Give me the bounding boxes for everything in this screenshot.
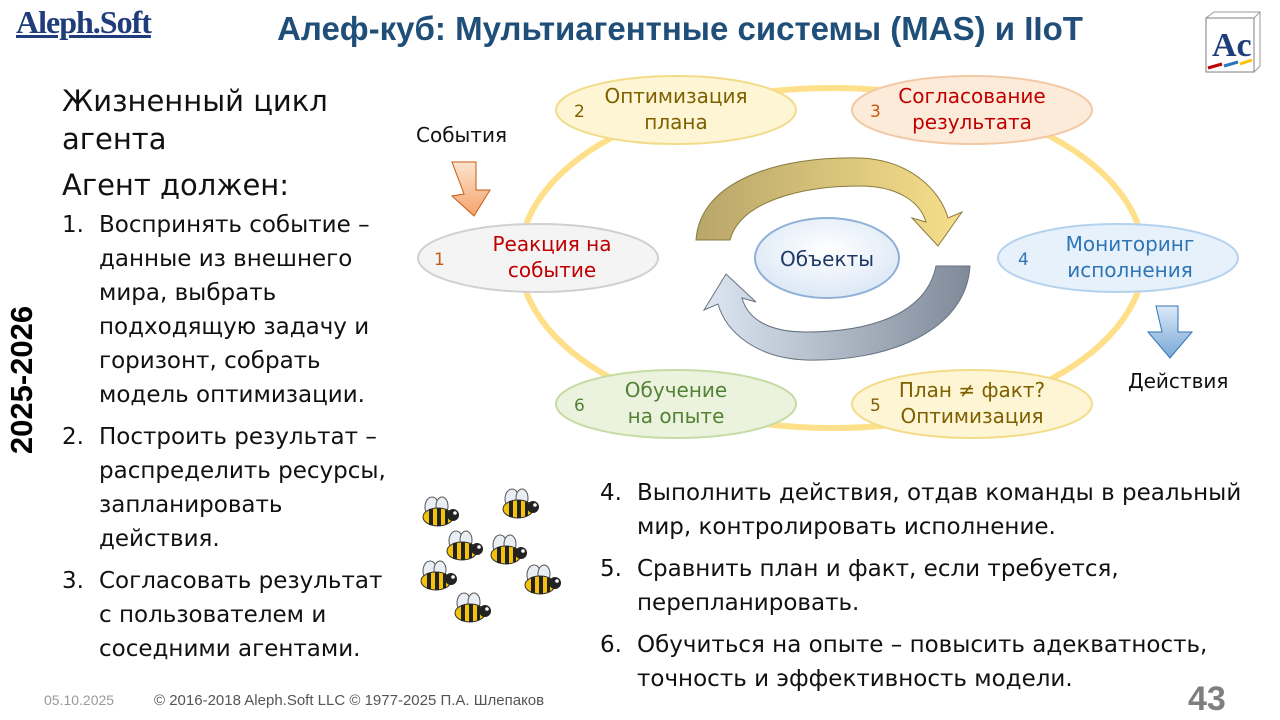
svg-text:исполнения: исполнения: [1067, 258, 1193, 282]
stage-node-1: 1 Реакция на событие: [417, 223, 659, 293]
footer-date: 05.10.2025: [44, 692, 115, 708]
svg-text:Оптимизация: Оптимизация: [900, 404, 1043, 428]
svg-text:1: 1: [434, 250, 445, 270]
svg-text:Обучение: Обучение: [625, 378, 727, 402]
list-item: 4.Выполнить действия, отдав команды в ре…: [600, 480, 1242, 540]
lifecycle-heading: Жизненный цикл агента: [62, 84, 328, 156]
events-label: События: [416, 123, 507, 147]
year-label: 2025-2026: [0, 250, 44, 510]
svg-text:плана: плана: [644, 110, 707, 134]
cycle-arrow-bottom: [702, 265, 971, 361]
stage-node-2: 2 Оптимизация плана: [555, 75, 797, 145]
lead-text: Агент должен:: [62, 168, 290, 202]
slide-number: 43: [1188, 680, 1226, 718]
svg-text:План ≠ факт?: План ≠ факт?: [899, 378, 1045, 402]
year-text: 2025-2026: [4, 305, 39, 455]
list-item: 5.Сравнить план и факт, если требуется, …: [600, 556, 1119, 616]
objects-label: Объекты: [780, 247, 874, 271]
events-arrow-icon: [450, 161, 491, 217]
svg-text:6: 6: [574, 396, 585, 416]
actions-label: Действия: [1128, 369, 1228, 393]
stage-node-4: 4 Мониторинг исполнения: [997, 223, 1239, 293]
slide-title: Алеф-куб: Мультиагентные системы (MAS) и…: [277, 10, 1083, 47]
cube-logo: Ac: [1205, 11, 1261, 73]
svg-text:Оптимизация: Оптимизация: [604, 84, 747, 108]
svg-text:Согласование: Согласование: [898, 84, 1045, 108]
list-item: 3.Согласовать результат с пользователем …: [62, 568, 383, 662]
list-item: 1.Воспринять событие – данные из внешнег…: [62, 212, 370, 408]
steps-list-right: 4.Выполнить действия, отдав команды в ре…: [600, 476, 1280, 704]
stage-node-6: 6 Обучение на опыте: [555, 369, 797, 439]
footer-copyright: © 2016-2018 Aleph.Soft LLC © 1977-2025 П…: [154, 692, 545, 709]
svg-text:5: 5: [870, 396, 881, 416]
list-item: 6.Обучиться на опыте – повысить адекватн…: [600, 632, 1208, 692]
lifecycle-diagram: Объекты События Действия 1 Реакция на со…: [416, 75, 1239, 439]
stage-node-3: 3 Согласование результата: [851, 75, 1093, 145]
svg-text:3: 3: [870, 102, 881, 122]
stage-node-5: 5 План ≠ факт? Оптимизация: [851, 369, 1093, 439]
svg-text:Реакция на: Реакция на: [492, 232, 611, 256]
svg-text:на опыте: на опыте: [628, 404, 725, 428]
list-item: 2.Построить результат – распределить рес…: [62, 424, 386, 552]
cycle-arrow-top: [695, 157, 964, 247]
company-logo: Aleph.Soft: [16, 4, 152, 40]
bee-swarm-icon: [420, 488, 562, 623]
steps-list-left: 1.Воспринять событие – данные из внешнег…: [62, 208, 392, 674]
cube-logo-text: Ac: [1212, 27, 1252, 64]
svg-text:событие: событие: [508, 258, 596, 282]
svg-text:4: 4: [1018, 250, 1029, 270]
svg-text:2: 2: [574, 102, 585, 122]
svg-text:Мониторинг: Мониторинг: [1066, 232, 1195, 256]
objects-node: [754, 217, 900, 299]
actions-arrow-icon: [1146, 305, 1194, 359]
svg-text:результата: результата: [912, 110, 1032, 134]
